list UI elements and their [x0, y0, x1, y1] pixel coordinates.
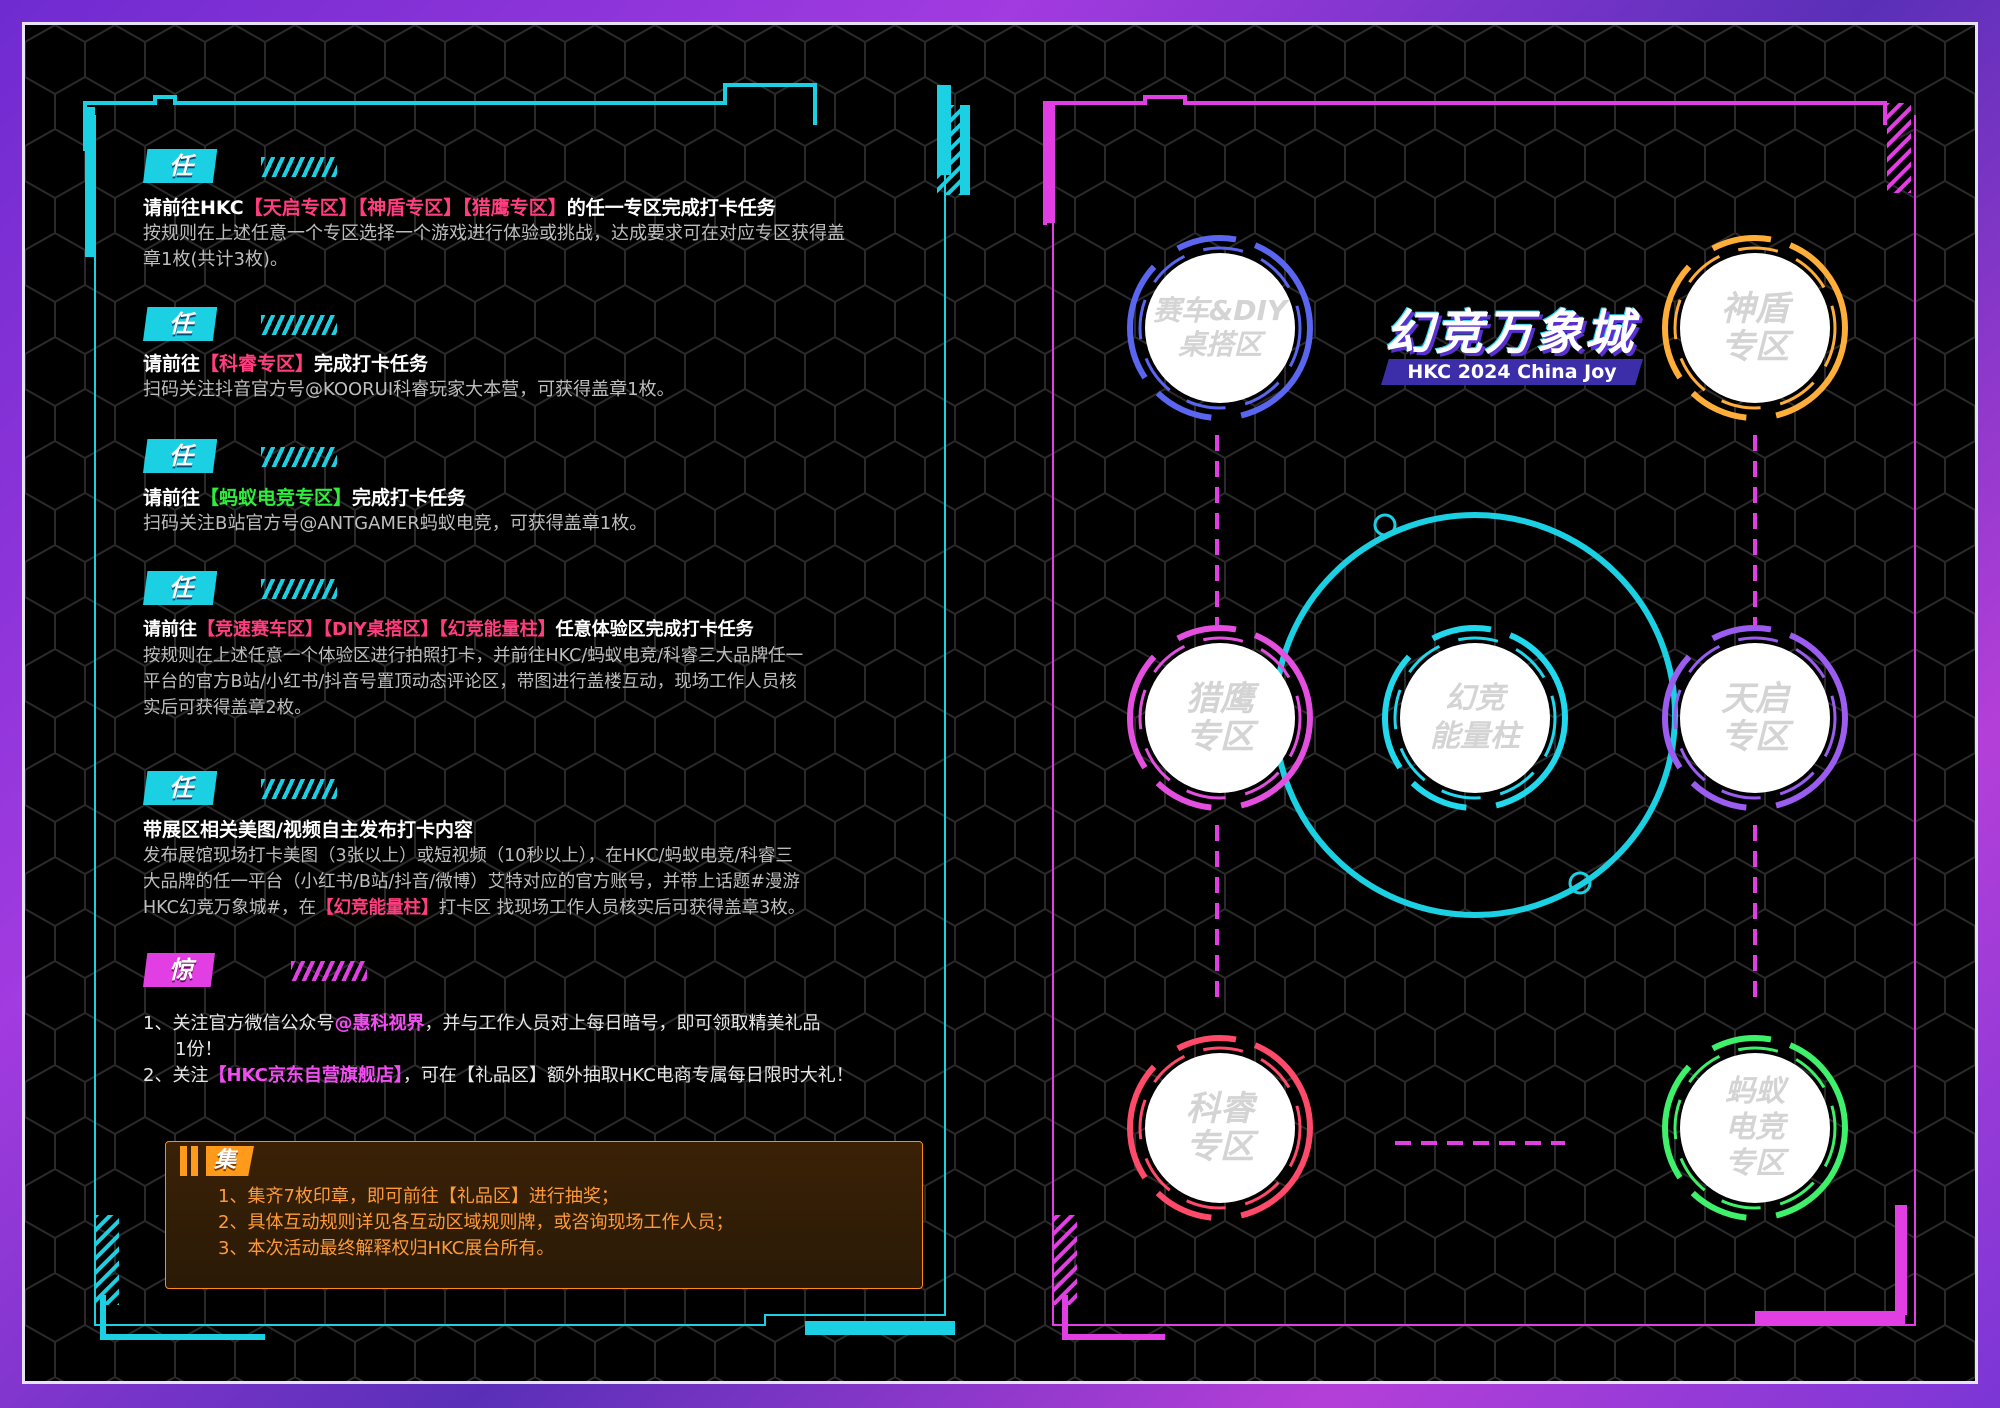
task-2-tag: 任务2: — [143, 307, 218, 341]
task-5-stripes — [261, 779, 337, 799]
task-5-tag: 任务5: — [143, 771, 218, 805]
zone-ring-icon — [1662, 1035, 1848, 1221]
task-2-body: 扫码关注抖音官方号@KOORUI科睿玩家大本营，可获得盖章1枚。 — [143, 379, 675, 400]
stamp-rules-box: 集章规则 1、集齐7枚印章，即可前往【礼品区】进行抽奖； 2、具体互动规则详见各… — [165, 1141, 923, 1289]
task-4-body: 按规则在上述任意一个体验区进行拍照打卡，并前往HKC/蚂蚁电竞/科睿三大品牌任一… — [143, 646, 804, 718]
zone-ring-icon — [1127, 235, 1313, 421]
zone-shendun: 神盾 专区 — [1660, 233, 1850, 423]
surprise-task-body: 1、关注官方微信公众号@惠科视界，并与工作人员对上每日暗号，即可领取精美礼品 1… — [143, 1013, 854, 1086]
task-3-stripes — [261, 447, 337, 467]
task-2-stripes — [261, 315, 337, 335]
task-4-stripes — [261, 579, 337, 599]
zone-energy-pillar: 幻竞 能量柱 — [1380, 623, 1570, 813]
zone-energy-pillar-label: 幻竞 能量柱 — [1400, 643, 1550, 793]
rules-line-2: 2、具体互动规则详见各互动区域规则牌，或咨询现场工作人员； — [218, 1212, 734, 1233]
task-1-title: 请前往HKC【天启专区】【神盾专区】【猎鹰专区】的任一专区完成打卡任务 — [143, 197, 776, 219]
zone-racing-diy-label: 赛车&DIY 桌搭区 — [1145, 253, 1295, 403]
zone-ring-icon — [1662, 235, 1848, 421]
rules-line-1: 1、集齐7枚印章，即可前往【礼品区】进行抽奖； — [218, 1186, 619, 1207]
zone-ring-icon — [1662, 625, 1848, 811]
frame-stripes-bottom-left — [95, 1215, 119, 1305]
event-logo-subtitle: HKC 2024 China Joy — [1381, 359, 1643, 385]
zone-antgamer: 蚂蚁 电竞 专区 — [1660, 1033, 1850, 1223]
zone-racing-diy: 赛车&DIY 桌搭区 — [1125, 233, 1315, 423]
task-2-title: 请前往【科睿专区】完成打卡任务 — [143, 353, 429, 375]
zone-ring-icon — [1127, 1035, 1313, 1221]
task-1-body: 按规则在上述任意一个专区选择一个游戏进行体验或挑战，达成要求可在对应专区获得盖 … — [143, 223, 845, 270]
task-5-title: 带展区相关美图/视频自主发布打卡内容 — [143, 819, 473, 841]
event-logo-title: 幻竞万象城 — [1384, 305, 1635, 361]
jd-store-link: 【HKC京东自营旗舰店】 — [208, 1065, 403, 1086]
task-1-tag: 任务1: — [143, 149, 218, 183]
zone-koorui-label: 科睿 专区 — [1145, 1053, 1295, 1203]
zone-tianqi: 天启 专区 — [1660, 623, 1850, 813]
frame-stripes-top-right — [937, 105, 961, 195]
task-3-title: 请前往【蚂蚁电竞专区】完成打卡任务 — [143, 487, 467, 509]
wechat-account-link: @惠科视界 — [334, 1013, 425, 1034]
zone-lieying-label: 猎鹰 专区 — [1145, 643, 1295, 793]
task-4-tag: 任务4: — [143, 571, 218, 605]
task-3-body: 扫码关注B站官方号@ANTGAMER蚂蚁电竞，可获得盖章1枚。 — [143, 513, 648, 534]
task-1-zones: 【天启专区】【神盾专区】【猎鹰专区】 — [243, 197, 567, 219]
zone-tianqi-label: 天启 专区 — [1680, 643, 1830, 793]
task-3-tag: 任务3: — [143, 439, 218, 473]
zone-koorui: 科睿 专区 — [1125, 1033, 1315, 1223]
stamp-rules-title: 集章规则 — [206, 1146, 255, 1176]
zone-antgamer-label: 蚂蚁 电竞 专区 — [1680, 1053, 1830, 1203]
poster-canvas: 任务1: 请前往HKC【天启专区】【神盾专区】【猎鹰专区】的任一专区完成打卡任务… — [22, 22, 1978, 1384]
zone-lieying: 猎鹰 专区 — [1125, 623, 1315, 813]
zone-ring-icon — [1382, 625, 1568, 811]
surprise-task-tag: 惊喜任务 — [143, 953, 215, 987]
task-1-stripes — [261, 157, 337, 177]
zone-shendun-label: 神盾 专区 — [1680, 253, 1830, 403]
surprise-task-stripes — [291, 961, 367, 981]
rules-bars-icon — [180, 1146, 202, 1176]
rules-line-3: 3、本次活动最终解释权归HKC展台所有。 — [218, 1238, 555, 1259]
zone-ring-icon — [1127, 625, 1313, 811]
task-4-title: 请前往【竞速赛车区】【DIY桌搭区】【幻竞能量柱】任意体验区完成打卡任务 — [143, 619, 754, 640]
task-5-body: 发布展馆现场打卡美图（3张以上）或短视频（10秒以上），在HKC/蚂蚁电竞/科睿… — [143, 846, 806, 918]
left-panel-frame — [83, 83, 1916, 1340]
